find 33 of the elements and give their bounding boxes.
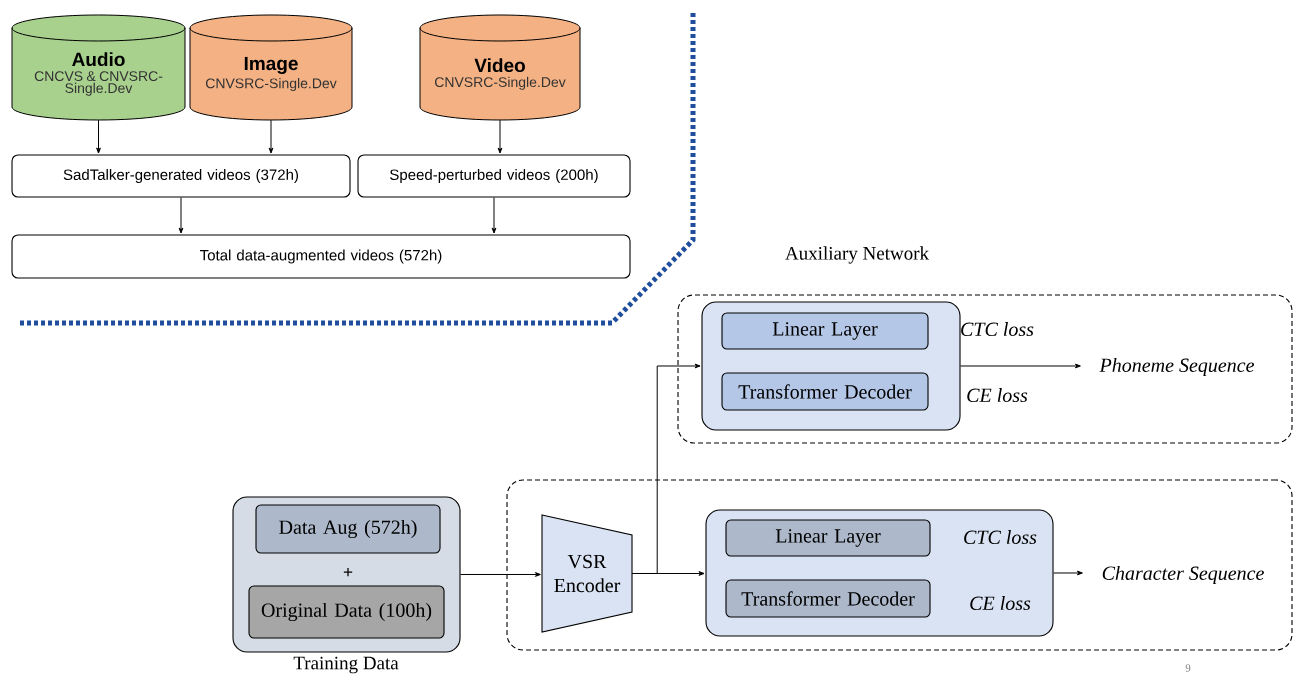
data-box: Data Aug (572h) (255, 504, 441, 554)
layer-box: Linear Layer (725, 519, 931, 557)
loss-label: CTC loss (964, 529, 1037, 544)
arrow (460, 572, 541, 577)
arrow (178, 197, 184, 234)
process-box: Total data-augmented videos (572h) (11, 234, 631, 279)
arrow (631, 363, 701, 574)
arrow (1053, 570, 1083, 576)
page-number: 9 (1185, 664, 1191, 672)
process-box: SadTalker-generated videos (372h) (11, 154, 351, 198)
layer-box: Linear Layer (721, 312, 929, 350)
output-label: Phoneme Sequence (1099, 357, 1255, 377)
arrow (491, 197, 497, 234)
loss-label: CE loss (967, 387, 1028, 402)
plus-sign: + (343, 567, 353, 577)
database-cylinder: Audio CNCVS & CNVSRC-Single.Dev (11, 14, 186, 121)
loss-label: CE loss (970, 595, 1031, 610)
arrow (268, 119, 274, 154)
arrow (497, 119, 503, 154)
group-heading: Auxiliary Network (785, 246, 930, 264)
panel-heading: Training Data (293, 656, 399, 674)
database-cylinder: Video CNVSRC-Single.Dev (419, 14, 581, 121)
process-box: Speed-perturbed videos (200h) (357, 154, 631, 198)
loss-label: CTC loss (961, 321, 1034, 336)
arrow (96, 119, 101, 154)
output-label: Character Sequence (1102, 565, 1264, 585)
data-box: Original Data (100h) (248, 585, 445, 639)
layer-box: Transformer Decoder (721, 372, 929, 411)
dashed-group-box (506, 479, 1293, 651)
arrow (960, 363, 1081, 369)
encoder-trapezoid: VSR Encoder (541, 514, 633, 633)
database-cylinder: Image CNVSRC-Single.Dev (189, 14, 353, 121)
layer-box: Transformer Decoder (725, 579, 931, 618)
